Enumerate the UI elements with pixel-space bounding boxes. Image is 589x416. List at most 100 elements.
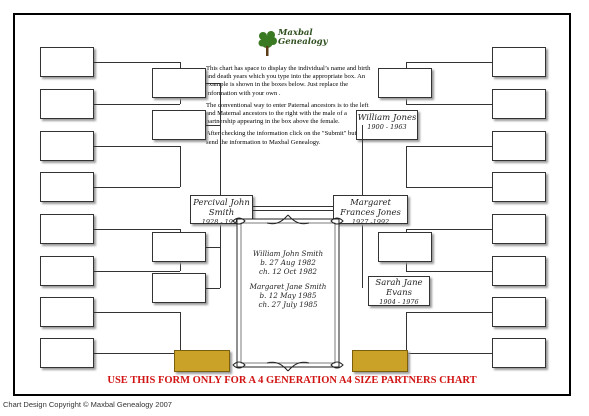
maternal-gen3-box-4[interactable]	[378, 232, 432, 262]
maternal-gen4-input-4[interactable]	[493, 173, 545, 201]
connector	[406, 62, 492, 63]
maternal-gen3-box-1[interactable]	[378, 68, 432, 98]
maternal-grandfather-years: 1900 - 1963	[367, 123, 407, 131]
mother-years: 1927 -1992	[351, 218, 390, 226]
maternal-gen4-input-7[interactable]	[493, 298, 545, 326]
maternal-gen4-input-5[interactable]	[493, 215, 545, 243]
maxbal-genealogy-logo	[258, 31, 277, 56]
paternal-gen3-box-2[interactable]	[152, 110, 206, 140]
child1-birth: b. 27 Aug 1982	[260, 258, 316, 267]
paternal-gen3-input-4[interactable]	[153, 274, 205, 302]
instructions-p1: This chart has space to display the indi…	[206, 65, 371, 97]
connector	[180, 146, 181, 187]
maternal-gen4-box-4[interactable]	[492, 172, 546, 202]
connector	[206, 83, 220, 84]
maternal-gen3-input-1[interactable]	[379, 69, 431, 97]
paternal-gen3-input-3[interactable]	[153, 233, 205, 261]
connector	[94, 229, 180, 230]
connector	[94, 146, 180, 147]
connector	[206, 288, 220, 289]
connector	[94, 312, 180, 313]
paternal-gen3-input-1[interactable]	[153, 69, 205, 97]
connector	[362, 125, 363, 195]
connector	[406, 146, 492, 147]
connector	[406, 312, 407, 353]
connector	[94, 104, 180, 105]
paternal-gen3-box-4[interactable]	[152, 273, 206, 303]
children-card[interactable]: William John Smith b. 27 Aug 1982 ch. 12…	[231, 213, 345, 373]
paternal-gen4-box-7[interactable]	[40, 297, 94, 327]
paternal-gen4-input-4[interactable]	[41, 173, 93, 201]
paternal-gen4-input-1[interactable]	[41, 48, 93, 76]
connector	[406, 146, 407, 187]
ornate-frame	[232, 214, 344, 372]
instructions-p3: After checking the information click on …	[206, 130, 372, 146]
child1-name: William John Smith	[252, 249, 324, 258]
maternal-grandfather-box[interactable]: William Jones 1900 - 1963	[356, 110, 418, 140]
maternal-gen4-box-2[interactable]	[492, 89, 546, 119]
connector	[220, 224, 221, 288]
paternal-gen3-input-2[interactable]	[153, 111, 205, 139]
copyright-text: Chart Design Copyright © Maxbal Genealog…	[3, 400, 172, 409]
paternal-gen4-box-2[interactable]	[40, 89, 94, 119]
connector	[406, 312, 492, 313]
maternal-gen4-input-2[interactable]	[493, 90, 545, 118]
maternal-gen4-box-1[interactable]	[492, 47, 546, 77]
maternal-grandmother-years: 1904 - 1976	[379, 298, 419, 306]
child-2: Margaret Jane Smith b. 12 May 1985 ch. 2…	[231, 282, 345, 309]
maternal-gen4-input-3[interactable]	[493, 132, 545, 160]
paternal-gen4-box-3[interactable]	[40, 131, 94, 161]
partnership-line	[253, 210, 333, 211]
connector	[206, 125, 220, 126]
child1-christening: ch. 12 Oct 1982	[258, 267, 318, 276]
maternal-gen4-input-6[interactable]	[493, 257, 545, 285]
child2-christening: ch. 27 July 1985	[258, 300, 318, 309]
maternal-gen4-box-3[interactable]	[492, 131, 546, 161]
maternal-gen4-input-1[interactable]	[493, 48, 545, 76]
paternal-gen4-box-5[interactable]	[40, 214, 94, 244]
left-submit-button[interactable]	[174, 350, 230, 372]
paternal-gen3-box-1[interactable]	[152, 68, 206, 98]
connector	[180, 312, 181, 353]
paternal-gen4-input-7[interactable]	[41, 298, 93, 326]
maternal-grandmother-box[interactable]: Sarah Jane Evans 1904 - 1976	[368, 276, 430, 306]
maternal-gen4-box-7[interactable]	[492, 297, 546, 327]
paternal-gen3-box-3[interactable]	[152, 232, 206, 262]
connector	[206, 247, 220, 248]
connector	[220, 83, 221, 195]
paternal-gen4-input-3[interactable]	[41, 132, 93, 160]
maternal-gen4-box-8[interactable]	[492, 338, 546, 368]
instructions-p2: The conventional way to enter Paternal a…	[206, 101, 369, 126]
connector	[406, 229, 492, 230]
instructions: This chart has space to display the indi…	[206, 65, 372, 151]
paternal-gen4-box-4[interactable]	[40, 172, 94, 202]
connector	[406, 104, 492, 105]
logo-text: Maxbal Genealogy	[278, 29, 328, 47]
notice-text: USE THIS FORM ONLY FOR A 4 GENERATION A4…	[107, 375, 477, 386]
child2-birth: b. 12 May 1985	[259, 291, 317, 300]
connector	[406, 187, 492, 188]
father-years: 1928 - 1995	[201, 218, 242, 226]
paternal-gen4-input-6[interactable]	[41, 257, 93, 285]
mother-name: Margaret Frances Jones	[340, 198, 401, 218]
maternal-gen4-input-8[interactable]	[493, 339, 545, 367]
maternal-gen4-box-5[interactable]	[492, 214, 546, 244]
connector	[362, 224, 363, 288]
paternal-gen4-box-8[interactable]	[40, 338, 94, 368]
paternal-gen4-input-2[interactable]	[41, 90, 93, 118]
maternal-gen4-box-6[interactable]	[492, 256, 546, 286]
partnership-line	[253, 206, 333, 207]
paternal-gen4-input-8[interactable]	[41, 339, 93, 367]
child2-name: Margaret Jane Smith	[249, 282, 327, 291]
connector	[94, 187, 180, 188]
paternal-gen4-box-1[interactable]	[40, 47, 94, 77]
connector	[406, 271, 492, 272]
paternal-gen4-box-6[interactable]	[40, 256, 94, 286]
connector	[94, 271, 180, 272]
mother-box[interactable]: Margaret Frances Jones 1927 -1992	[333, 195, 408, 226]
right-submit-button[interactable]	[352, 350, 408, 372]
maternal-gen3-input-4[interactable]	[379, 233, 431, 261]
paternal-gen4-input-5[interactable]	[41, 215, 93, 243]
connector	[406, 353, 492, 354]
child-1: William John Smith b. 27 Aug 1982 ch. 12…	[231, 249, 345, 276]
